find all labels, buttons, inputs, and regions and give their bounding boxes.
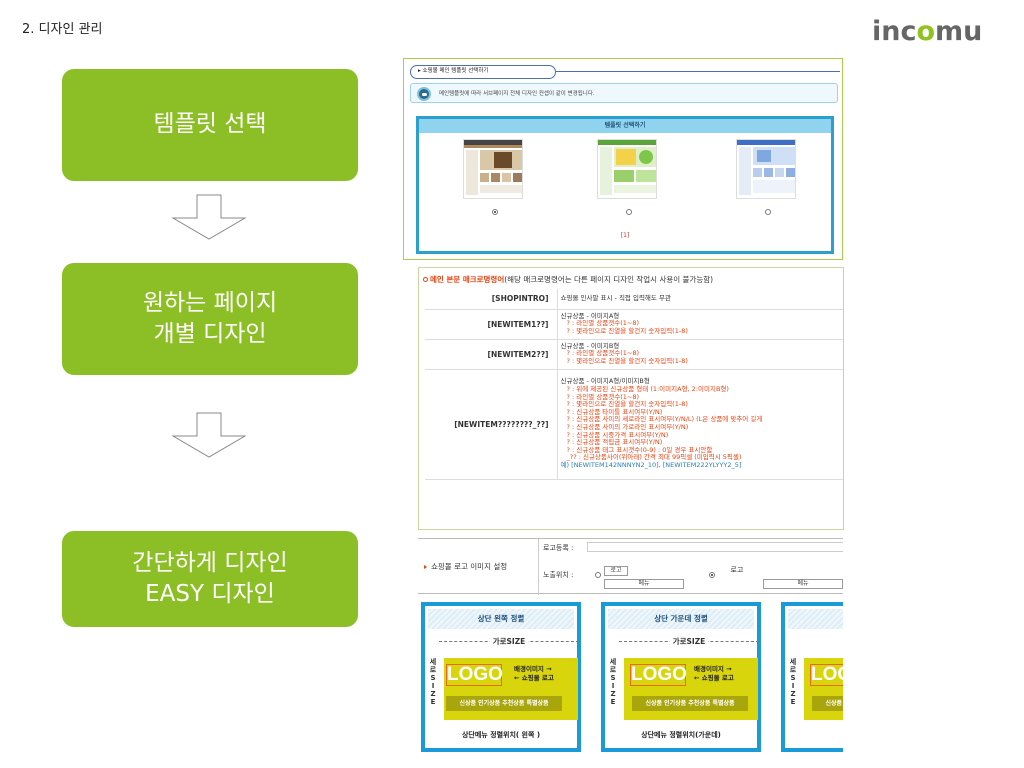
macro-panel-title: 메인 본문 매크로명령어(해당 매크로명령어는 다른 페이지 디자인 작업시 사… [423, 274, 713, 285]
step-label: 간단하게 디자인 [132, 549, 288, 576]
macro-description-line: ? : 몇라인으로 진열을 할건지 숫자입력(1-8) [566, 356, 688, 365]
template-select-panel: ▸ 쇼핑몰 메인 템플릿 선택하기 메인템플릿에 따라 서브페이지 전체 디자인… [403, 58, 843, 260]
position-radio[interactable] [709, 572, 715, 578]
bullet-icon [423, 277, 428, 282]
template-radio[interactable] [765, 209, 771, 215]
logo-register-label: 로고등록 : [543, 544, 574, 552]
tab-template-select[interactable]: ▸ 쇼핑몰 메인 템플릿 선택하기 [410, 65, 556, 79]
template-thumbnail[interactable] [463, 139, 523, 199]
panel-tab: ▸ 쇼핑몰 메인 템플릿 선택하기 [410, 65, 840, 79]
macro-description-line: 신규상품 - 이미지A형 [560, 311, 620, 320]
macro-description-line: ? : 신규상품 시중가격 표시여부(Y/N) [566, 430, 669, 439]
logo-settings-label: 쇼핑몰 로고 이미지 설정 [418, 539, 539, 595]
position-logo-chip: 로고 [604, 566, 628, 576]
macro-description-line: ? : 신규상품 타이틀 표시여부(Y/N) [566, 407, 663, 416]
macro-code: [NEWITEM1??] [425, 309, 557, 340]
template-chooser-title: 템플릿 선택하기 [419, 119, 831, 133]
top-menu-preview: 신상품 인기상품 추천상품 특별상품 [632, 696, 748, 711]
logo-placeholder: LOGO [446, 664, 503, 686]
logo-placeholder: LOGO [630, 664, 687, 686]
layout-caption: 상단메뉴 정렬위치( 왼쪽 ) [461, 731, 541, 739]
macro-description-line: ? : 라인별 상품갯수(1~8) [566, 349, 640, 358]
logo-form: 쇼핑몰 로고 이미지 설정 로고등록 : 노출위치 : 로고 메뉴 로고 메뉴 [418, 538, 843, 595]
macro-description: 신규상품 - 이미지A형/이미지B형? : 위에 제공된 신규상품 형태 (1:… [556, 369, 843, 480]
width-size-label: 가로SIZE [669, 637, 709, 646]
macro-code: [SHOPINTRO] [425, 289, 557, 310]
position-radio[interactable] [595, 572, 601, 578]
layout-title: 상단 가운데 정렬 [608, 609, 754, 629]
macro-code: [NEWITEM????????_??] [425, 369, 557, 480]
logo-settings-panel: 쇼핑몰 로고 이미지 설정 로고등록 : 노출위치 : 로고 메뉴 로고 메뉴 … [418, 538, 843, 753]
layout-preview: LOGO 배경이미지 →← 쇼핑몰 로고 신상품 인기상품 추천상품 특별상품 [624, 658, 758, 720]
macro-description: 쇼핑몰 인사말 표시 - 직접 입력해도 무관 [556, 289, 843, 310]
top-menu-preview: 신상품 인기상품 추천상품 특별상품 [812, 696, 843, 711]
macro-description-line: ? : 라인별 상품갯수(1~8) [566, 392, 640, 401]
macro-table: [SHOPINTRO]쇼핑몰 인사말 표시 - 직접 입력해도 무관[NEWIT… [425, 289, 843, 480]
macro-code: [NEWITEM2??] [425, 339, 557, 370]
macro-description: 신규상품 - 이미지A형? : 라인별 상품갯수(1~8)? : 몇라인으로 진… [556, 309, 843, 340]
macro-description-line: ? : 신규상품 사이의 세로라인 표시여부(Y/N/L) (L은 상품에 맞추… [566, 415, 763, 424]
layout-preview: LOGO 배경이미지 →← 쇼핑몰 로고 신상품 인기상품 추천상품 특별상품 [444, 658, 578, 720]
position-menu-chip: 메뉴 [763, 579, 843, 589]
width-size-label: 가로SIZE [489, 637, 529, 646]
incomu-logo: incomu [872, 16, 983, 47]
macro-description-line: 쇼핑몰 인사말 표시 - 직접 입력해도 무관 [560, 293, 671, 302]
macro-row: [NEWITEM2??]신규상품 - 이미지B형? : 라인별 상품갯수(1~8… [425, 339, 843, 370]
macro-row: [NEWITEM????????_??]신규상품 - 이미지A형/이미지B형? … [425, 369, 843, 480]
macro-description: 신규상품 - 이미지B형? : 라인별 상품갯수(1~8)? : 몇라인으로 진… [556, 339, 843, 370]
layout-title: 상단 왼쪽 정렬 [428, 609, 574, 629]
down-arrow-icon [172, 194, 246, 240]
template-chooser: 템플릿 선택하기 [1] [416, 116, 834, 254]
macro-description-line: ? : 위에 제공된 신규상품 형태 (1:이미지A형, 2:이미지B형) [566, 385, 729, 394]
help-icon [417, 87, 431, 101]
position-label: 노출위치 : [543, 571, 574, 579]
layout-caption: 상단메뉴 정렬위치(가운데) [641, 731, 721, 739]
bullet-icon [424, 565, 427, 569]
template-thumbnail[interactable] [597, 139, 657, 199]
macro-panel: 메인 본문 매크로명령어(해당 매크로명령어는 다른 페이지 디자인 작업시 사… [418, 267, 844, 530]
macro-description-line: 신규상품 - 이미지A형/이미지B형 [560, 377, 650, 386]
step-page-design: 원하는 페이지 개별 디자인 [62, 263, 358, 375]
macro-description-line: ? : 몇라인으로 진열을 할건지 숫자입력(1-8) [566, 400, 688, 409]
logo-register-input[interactable] [587, 542, 843, 552]
macro-description-line: 예) [NEWITEM142NNNYN2_10], [NEWITEM222YLY… [560, 460, 742, 469]
macro-description-line: ? : 신규상품 사이의 가로라인 표시여부(Y/N) [566, 423, 689, 431]
macro-description-line: ? : 신규상품 적립금 표시여부(Y/N) [566, 438, 663, 447]
macro-description-line: ? : 라인별 상품갯수(1~8) [566, 319, 640, 328]
step-label: 개별 디자인 [153, 321, 267, 347]
template-radio[interactable] [492, 209, 498, 215]
template-thumbnail[interactable] [736, 139, 796, 199]
macro-description-line: 신규상품 - 이미지B형 [560, 341, 620, 350]
position-logo-chip: 로고 [718, 566, 756, 578]
step-label: 원하는 페이지 [142, 289, 278, 316]
step-label: EASY 디자인 [145, 581, 275, 607]
page-title: 2. 디자인 관리 [22, 22, 103, 37]
top-menu-preview: 신상품 인기상품 추천상품 특별상품 [446, 696, 562, 711]
macro-description-line: ? : 몇라인으로 진열을 할건지 숫자입력(1-8) [566, 326, 688, 335]
logo-placeholder: LOGO [810, 664, 843, 686]
macro-row: [SHOPINTRO]쇼핑몰 인사말 표시 - 직접 입력해도 무관 [425, 289, 843, 310]
macro-row: [NEWITEM1??]신규상품 - 이미지A형? : 라인별 상품갯수(1~8… [425, 309, 843, 340]
layout-title: 상 [788, 609, 843, 629]
step-label: 템플릿 선택 [153, 111, 267, 138]
step-easy-design: 간단하게 디자인 EASY 디자인 [62, 531, 358, 627]
info-text: 메인템플릿에 따라 서브페이지 전체 디자인 컨셉이 같이 변경됩니다. [439, 91, 595, 97]
down-arrow-icon [172, 412, 246, 458]
position-menu-chip: 메뉴 [604, 579, 684, 589]
step-template-select: 템플릿 선택 [62, 69, 358, 181]
macro-description-line: ? : 신규상품 태그 표시갯수(0-9) : 0일 경우 표시안함 [566, 445, 713, 454]
info-box: 메인템플릿에 따라 서브페이지 전체 디자인 컨셉이 같이 변경됩니다. [410, 83, 838, 103]
template-radio[interactable] [626, 209, 632, 215]
layout-caption: 상 [785, 730, 843, 740]
pagination[interactable]: [1] [620, 232, 630, 239]
layout-preview: LOGO 신상품 인기상품 추천상품 특별상품 [804, 658, 843, 720]
macro-description-line: _?? : 신규상품사이(위아래) 간격 최대 99픽셀 (미입력시 5픽셀) [566, 453, 742, 462]
